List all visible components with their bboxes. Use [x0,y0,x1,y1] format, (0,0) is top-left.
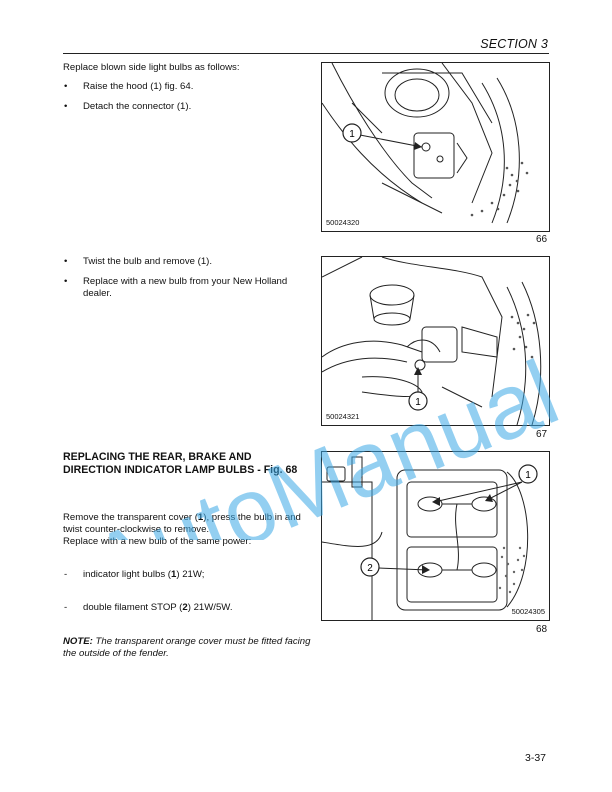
intro-text: Replace blown side light bulbs as follow… [63,62,240,73]
spec-callout: 2 [182,602,188,613]
bullet-mark: • [64,101,68,112]
section-heading: REPLACING THE REAR, BRAKE AND DIRECTION … [63,451,298,477]
note: NOTE: The transparent orange cover must … [63,636,313,660]
step-item: • Detach the connector (1). [63,101,303,113]
step-text: Twist the bulb and remove (1). [83,256,213,267]
figure-66-illustration: 1 [322,63,529,224]
figure-67: 1 50024321 [321,256,550,426]
spec-callout: 1 [171,569,177,580]
bullet-mark: • [64,276,68,287]
step-text: Replace with a new bulb from your New Ho… [83,276,288,300]
procedure-text: Remove the transparent cover (1), press … [63,512,301,549]
procedure-line1-num: 1 [197,512,204,523]
procedure-line1-pre: Remove the transparent cover ( [63,512,198,523]
step-item: • Twist the bulb and remove (1). [63,256,303,268]
header-rule [63,53,549,54]
procedure-line2: Replace with a new bulb of the same powe… [63,536,252,548]
figure-66-code: 50024320 [326,218,360,227]
step-item: • Raise the hood (1) fig. 64. [63,81,303,93]
section-header: SECTION 3 [480,37,548,51]
spec-text: double filament STOP ( [83,602,183,613]
bullet-mark: • [64,256,68,267]
dash-mark: - [64,602,68,613]
spec-text: ) 21W; [176,569,205,580]
figure-67-code: 50024321 [326,412,360,421]
step-text: Raise the hood (1) fig. 64. [83,81,194,92]
figure-66-callout: 1 [349,129,355,140]
note-label: NOTE: [63,636,93,647]
figure-67-number: 67 [536,429,548,440]
procedure-line1-post: ), press the bulb in and twist counter-c… [63,512,301,536]
spec-text: ) 21W/5W. [187,602,233,613]
step-item: • Replace with a new bulb from your New … [63,276,303,300]
figure-68-callout-2: 2 [367,563,373,574]
bullet-mark: • [64,81,68,92]
page-number: 3-37 [524,752,546,764]
figure-68-illustration: 1 2 [322,456,538,620]
dash-mark: - [64,569,68,580]
spec-text: indicator light bulbs ( [83,569,171,580]
figure-68: 1 2 50024305 [321,451,550,621]
note-text: The transparent orange cover must be fit… [63,636,311,660]
step-text: Detach the connector (1). [83,101,192,112]
figure-67-illustration: 1 [322,257,542,425]
spec-item: - double filament STOP (2) 21W/5W. [63,602,303,614]
figure-68-number: 68 [536,624,548,635]
spec-item: - indicator light bulbs (1) 21W; [63,569,303,581]
figure-68-callout-1: 1 [525,470,531,481]
figure-66-number: 66 [536,234,548,245]
figure-68-code: 50024305 [511,607,545,616]
figure-66: 1 50024320 [321,62,550,232]
figure-67-callout: 1 [415,397,421,408]
